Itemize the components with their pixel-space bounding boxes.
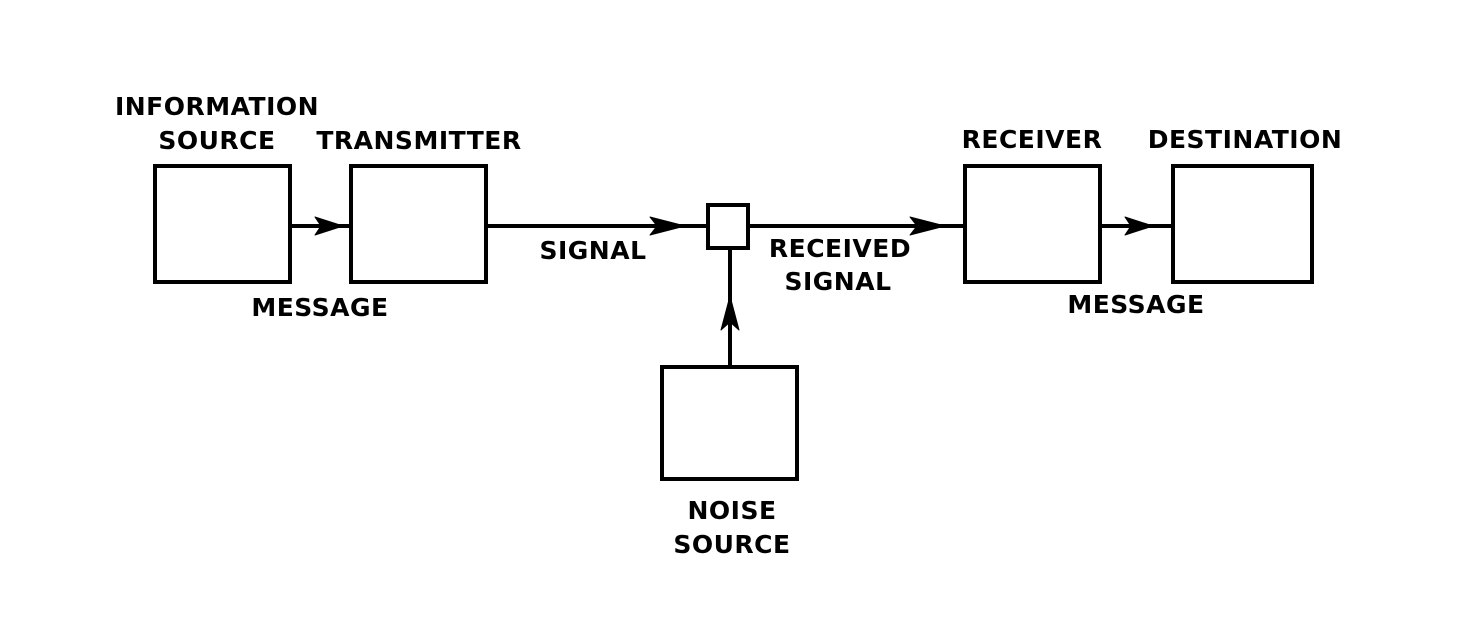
received-signal-label-line2: SIGNAL <box>784 267 891 296</box>
message-out-label: MESSAGE <box>251 293 388 322</box>
information-source-label-line2: SOURCE <box>158 126 275 155</box>
message-out-arrow-icon <box>314 216 344 236</box>
information-source-label-line1: INFORMATION <box>115 92 319 121</box>
noise-source-label-line1: NOISE <box>687 496 776 525</box>
received-signal-label-line1: RECEIVED <box>769 234 911 263</box>
noise-source-label-line2: SOURCE <box>673 530 790 559</box>
received-signal-arrow-icon <box>909 216 946 236</box>
information-source-box <box>153 164 292 284</box>
signal-label: SIGNAL <box>539 236 646 265</box>
message-in-label: MESSAGE <box>1067 290 1204 319</box>
noise-junction-box <box>706 203 750 250</box>
signal-arrow-icon <box>649 216 686 236</box>
noise-source-box <box>660 365 799 481</box>
transmitter-box <box>349 164 488 284</box>
transmitter-label: TRANSMITTER <box>316 126 521 155</box>
message-in-arrow-icon <box>1124 216 1154 236</box>
receiver-label: RECEIVER <box>962 125 1103 154</box>
receiver-box <box>963 164 1102 284</box>
destination-label: DESTINATION <box>1148 125 1343 154</box>
destination-box <box>1171 164 1314 284</box>
noise-arrow-icon <box>720 295 740 331</box>
